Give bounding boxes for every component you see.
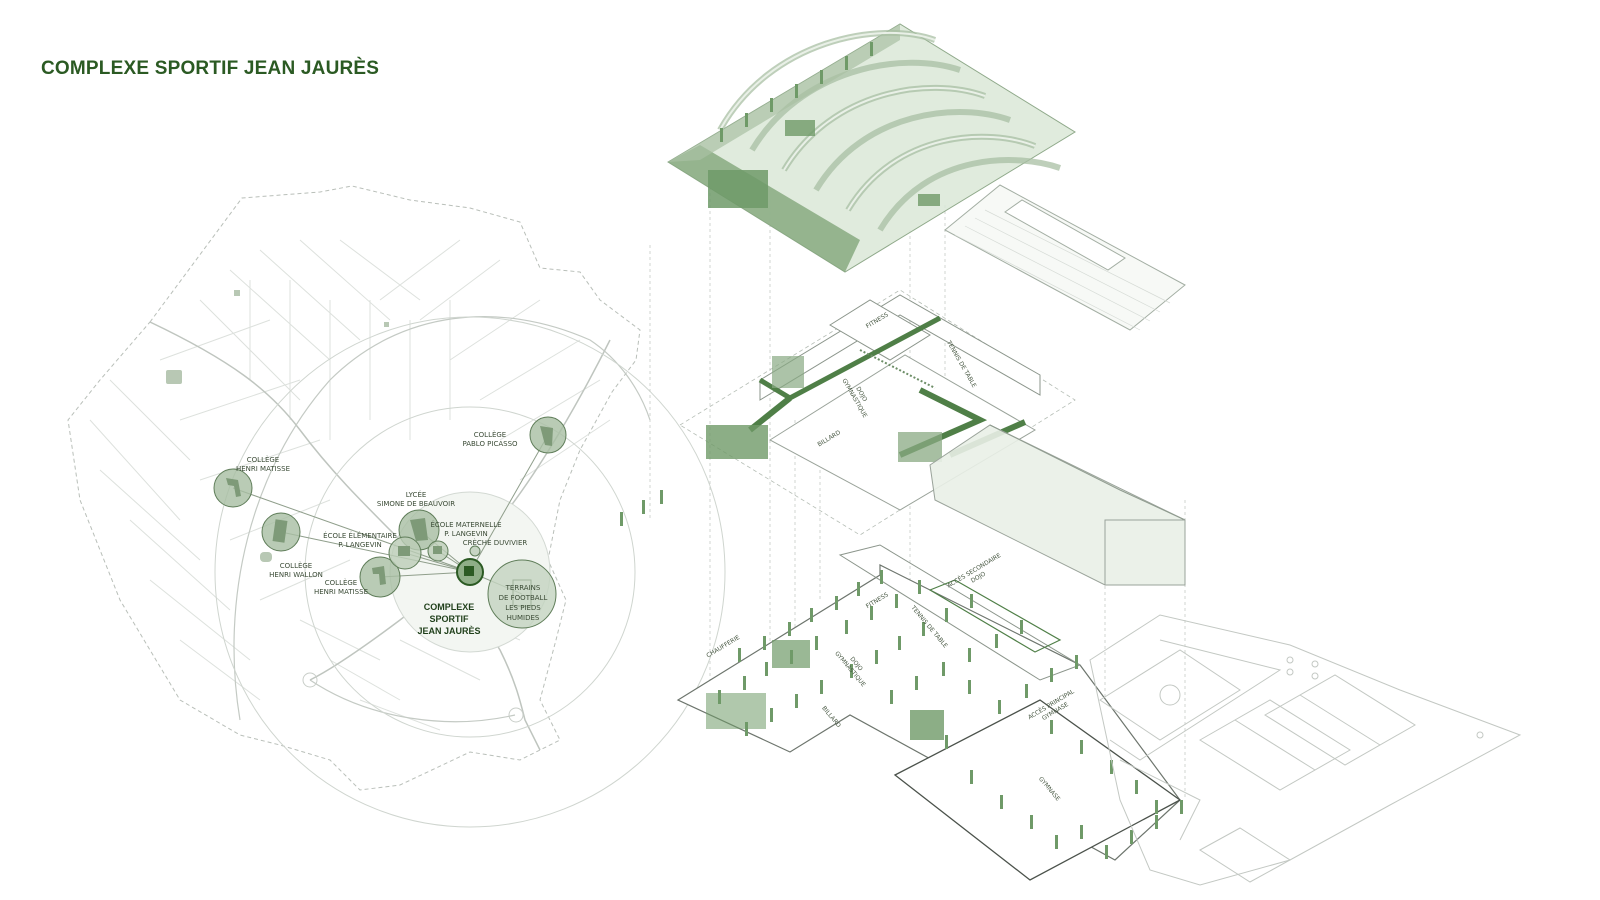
label-college-wallon-1: COLLÈGE — [280, 561, 312, 570]
arc-road — [309, 679, 516, 723]
outdoor-courts — [1089, 614, 1522, 886]
roof-box-right — [918, 194, 940, 206]
label-complexe-1: COMPLEXE — [424, 602, 475, 612]
label-terrains-4: HUMIDES — [507, 614, 540, 622]
label-ecole-elementaire-2: P. LANGEVIN — [338, 541, 382, 549]
gym-roof — [929, 424, 1186, 586]
map-buildings — [166, 290, 389, 562]
secondary-roof — [944, 184, 1186, 331]
room-label-chaufferie: CHAUFFERIE — [705, 634, 741, 659]
label-ecole-maternelle-2: P. LANGEVIN — [444, 530, 488, 538]
upper-floor-plate — [679, 289, 1076, 536]
site-outline — [1089, 614, 1522, 886]
stair-core-ground-left — [706, 693, 766, 729]
label-college-picasso-1: COLLÈGE — [474, 430, 506, 439]
marker-buildings — [226, 426, 553, 607]
ring-road — [233, 316, 651, 721]
roof-ribs-outline — [719, 31, 1036, 211]
roof-band — [668, 24, 900, 162]
upper-floor-level: FITNESS TENNIS DE TABLE DOJOGYMNASTIQUE … — [679, 289, 1186, 586]
secondary-roof-skylight — [1004, 199, 1126, 271]
label-terrains-1: TERRAINS — [505, 584, 541, 592]
basketball-court — [1099, 649, 1241, 741]
label-lycee-1: LYCÉE — [406, 490, 427, 499]
roundabout-east — [508, 707, 524, 723]
street-network — [89, 239, 611, 731]
marker-college-matisse-top — [213, 468, 253, 508]
roof-box-left — [708, 170, 768, 208]
stair-core-left — [706, 425, 768, 459]
tennis-court-1 — [1199, 699, 1351, 791]
gym-roof-ridge — [989, 424, 1186, 521]
label-college-picasso-2: PABLO PICASSO — [462, 440, 518, 448]
stair-core-upper — [772, 356, 804, 388]
ground-columns — [718, 570, 1183, 859]
roof-level — [667, 23, 1186, 331]
label-ecole-maternelle-1: ÉCOLE MATERNELLE — [430, 520, 501, 529]
label-complexe-2: SPORTIF — [429, 614, 469, 624]
roof-box-mid — [785, 120, 815, 136]
main-road-north — [149, 321, 541, 751]
label-college-matisse-top-1: COLLÈGE — [247, 455, 279, 464]
stair-core-right — [898, 432, 942, 462]
label-terrains-2: DE FOOTBALL — [499, 594, 548, 602]
commune-boundary — [67, 185, 641, 791]
stair-core-ground-right — [910, 710, 944, 740]
label-lycee-2: SIMONE DE BEAUVOIR — [377, 500, 455, 508]
label-college-matisse-top-2: HENRI MATISSE — [236, 465, 290, 473]
loose-posts — [620, 490, 663, 526]
north-wing — [838, 544, 1082, 681]
label-creche: CRÈCHE DUVIVIER — [463, 538, 528, 547]
page-title: COMPLEXE SPORTIF JEAN JAURÈS — [41, 58, 380, 79]
influence-circle-large — [214, 316, 726, 828]
influence-circle-medium — [304, 406, 636, 738]
label-complexe-3: JEAN JAURÈS — [417, 626, 480, 636]
running-track — [1109, 639, 1282, 761]
label-college-wallon-2: HENRI WALLON — [269, 571, 323, 579]
ground-floor-level: FITNESS TENNIS DE TABLE DOJOGYMNASTIQUE … — [676, 544, 1183, 881]
label-college-matisse-bottom-2: HENRI MATISSE — [314, 588, 368, 596]
svg-text:CRÈCHE DUVIVIER: CRÈCHE DUVIVIER — [463, 538, 528, 547]
secondary-roof-hatch — [954, 209, 1171, 331]
label-ecole-elementaire-1: ÉCOLE ÉLÉMENTAIRE — [323, 531, 397, 540]
gym-roof-face — [1104, 519, 1185, 585]
tennis-court-2 — [1264, 674, 1416, 766]
marker-creche — [469, 545, 481, 557]
marker-terrains — [487, 559, 557, 629]
roundabout-west — [302, 672, 318, 688]
label-terrains-3: LES PIEDS — [505, 604, 541, 612]
label-college-matisse-bottom-1: COLLÈGE — [325, 578, 357, 587]
fitness-room — [829, 299, 931, 361]
tennis-court-3 — [1199, 827, 1291, 883]
roof-posts — [720, 42, 873, 142]
access-corridor — [928, 579, 1062, 653]
corridor-connector — [748, 395, 792, 433]
